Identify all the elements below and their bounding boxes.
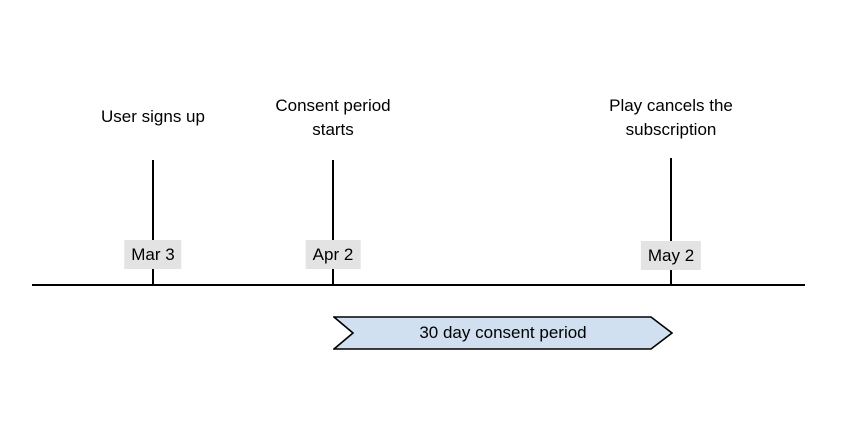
event-label-consent-period-starts-line2: starts [312,120,354,139]
consent-period-banner-label: 30 day consent period [419,323,587,342]
event-label-user-signs-up: User signs up [101,107,205,126]
event-label-consent-period-starts-line1: Consent period [275,96,391,115]
event-date-badge-play-cancels-subscription: May 2 [640,241,702,270]
event-date-badge-consent-period-starts: Apr 2 [305,240,361,269]
timeline-axis [32,284,805,286]
consent-period-banner: 30 day consent period [333,316,673,350]
event-label-play-cancels-subscription-line1: Play cancels the [609,96,733,115]
consent-period-banner-shape [333,316,673,350]
event-label-play-cancels-subscription-line2: subscription [625,120,717,139]
event-stem-play-cancels-subscription [670,158,672,285]
event-date-badge-user-signs-up: Mar 3 [124,240,182,269]
event-stem-user-signs-up [152,160,154,285]
event-stem-consent-period-starts [332,160,334,285]
